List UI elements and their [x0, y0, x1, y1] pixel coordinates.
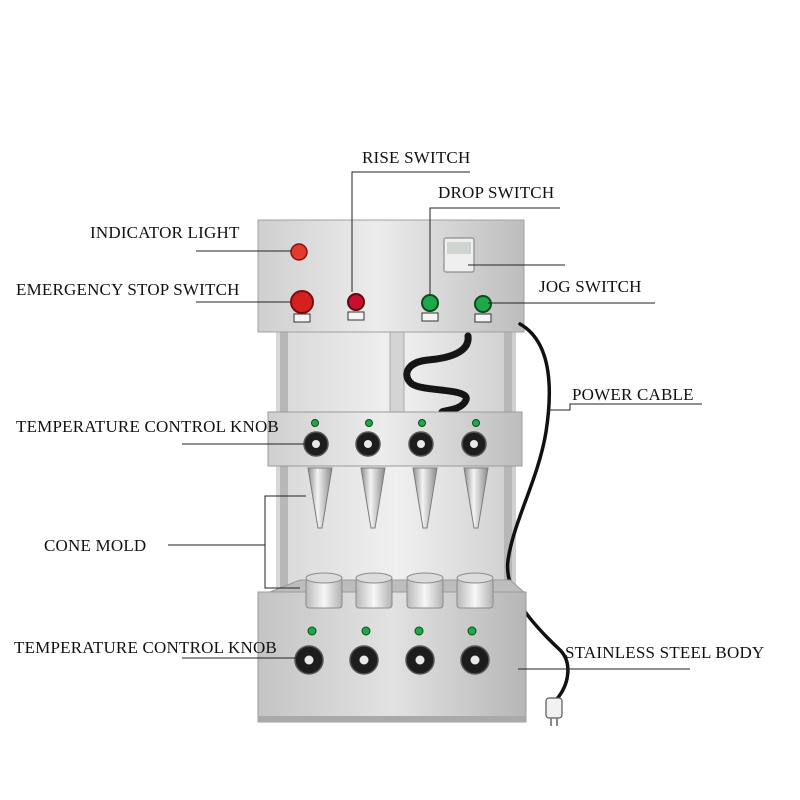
lower-temperature-control-knob-label: TEMPERATURE CONTROL KNOB: [14, 638, 277, 657]
upper-temperature-control-knob-label: TEMPERATURE CONTROL KNOB: [16, 417, 279, 436]
jog-switch-tag: [474, 313, 492, 323]
stainless-steel-body-label: STAINLESS STEEL BODY: [565, 643, 765, 662]
control-box: [257, 219, 525, 333]
power-cable: [505, 322, 570, 702]
leader-power-cable: [548, 403, 702, 411]
lift-column: [389, 331, 405, 413]
display-screen: [447, 242, 471, 254]
jog-switch[interactable]: [474, 295, 492, 313]
rise-switch[interactable]: [347, 293, 365, 311]
leader-rise-switch: [351, 171, 470, 292]
lower-indicator-lights: [307, 626, 477, 636]
indicator-light: [290, 243, 308, 261]
rise-switch-tag: [347, 311, 365, 321]
base-bottom-strip: [258, 716, 526, 722]
rise-switch-label: RISE SWITCH: [362, 148, 471, 167]
leader-cone-mold-upper: [264, 495, 306, 589]
cone-mold-label: CONE MOLD: [44, 536, 147, 555]
leader-drop-switch: [429, 207, 560, 294]
drop-switch[interactable]: [421, 294, 439, 312]
power-cable-label: POWER CABLE: [572, 385, 694, 404]
cone-molds: [307, 467, 489, 529]
jog-switch-label: JOG SWITCH: [539, 277, 642, 296]
indicator-light-label: INDICATOR LIGHT: [90, 223, 240, 242]
emergency-stop-tag: [293, 313, 311, 323]
power-plug: [545, 697, 563, 719]
drop-switch-tag: [421, 312, 439, 322]
lower-temperature-knobs[interactable]: [294, 645, 490, 675]
drop-switch-label: DROP SWITCH: [438, 183, 555, 202]
upper-temperature-knobs[interactable]: [303, 431, 487, 457]
leader-lines: [168, 171, 702, 670]
upper-indicator-lights: [311, 419, 480, 427]
cone-cups: [305, 572, 494, 609]
emergency-stop-switch[interactable]: [290, 290, 314, 314]
coiled-hose: [403, 332, 472, 416]
emergency-stop-switch-label: EMERGENCY STOP SWITCH: [16, 280, 240, 299]
